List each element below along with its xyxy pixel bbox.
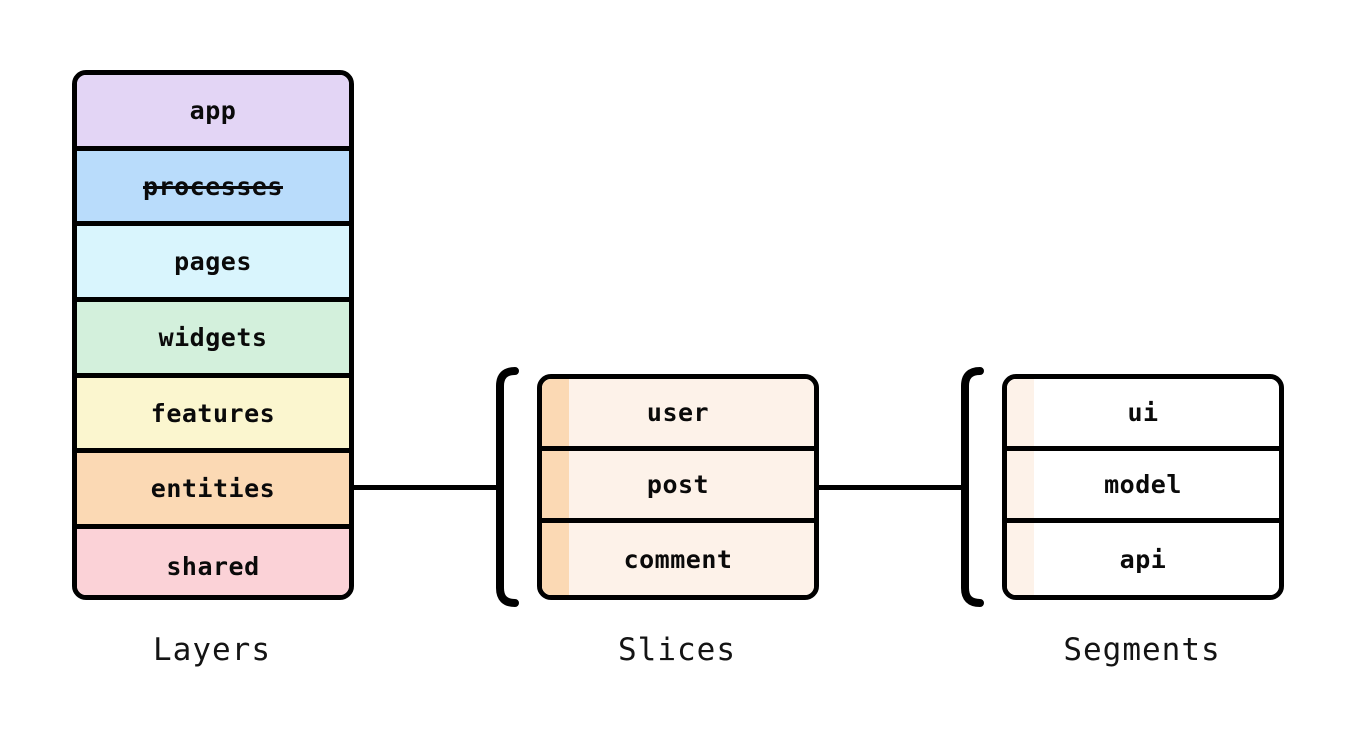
segment-stripe-ui: [1007, 379, 1034, 446]
layer-label-app: app: [189, 95, 237, 125]
slice-label-post: post: [646, 470, 710, 499]
slice-row-user[interactable]: user: [542, 379, 814, 451]
segment-row-model[interactable]: model: [1007, 451, 1279, 523]
slices-bracket-icon: [494, 367, 520, 607]
slice-stripe-post: [542, 451, 569, 518]
layer-label-features: features: [150, 398, 276, 428]
layer-row-entities[interactable]: entities: [77, 453, 349, 530]
connector-slices-to-segments: [816, 485, 969, 490]
segments-caption: Segments: [1063, 632, 1221, 668]
slice-label-comment: comment: [623, 544, 733, 574]
layer-row-processes[interactable]: processes: [77, 150, 349, 227]
slice-row-post[interactable]: post: [542, 451, 814, 523]
layer-row-app[interactable]: app: [77, 75, 349, 151]
layers-box: app processes pages widgets features ent…: [72, 70, 354, 600]
slice-stripe-comment: [542, 523, 569, 595]
slices-box: user post comment: [537, 374, 819, 600]
layer-label-entities: entities: [150, 474, 276, 504]
segment-label-ui: ui: [1127, 398, 1159, 427]
segments-bracket-icon: [959, 367, 985, 607]
segment-stripe-model: [1007, 451, 1034, 518]
segment-row-api[interactable]: api: [1007, 523, 1279, 595]
layer-row-features[interactable]: features: [77, 377, 349, 454]
layer-row-shared[interactable]: shared: [77, 529, 349, 595]
layer-label-processes: processes: [143, 171, 283, 201]
layer-row-widgets[interactable]: widgets: [77, 302, 349, 378]
segments-box: ui model api: [1002, 374, 1284, 600]
slice-row-comment[interactable]: comment: [542, 523, 814, 595]
segment-row-ui[interactable]: ui: [1007, 379, 1279, 451]
segment-label-model: model: [1104, 470, 1182, 499]
layer-label-pages: pages: [174, 247, 252, 277]
slices-caption: Slices: [618, 632, 736, 668]
layer-label-shared: shared: [166, 552, 260, 582]
layers-caption: Layers: [153, 632, 271, 668]
layer-row-pages[interactable]: pages: [77, 226, 349, 303]
connector-layers-to-slices: [352, 485, 504, 490]
segment-label-api: api: [1119, 544, 1167, 574]
slice-stripe-user: [542, 379, 569, 446]
slice-label-user: user: [646, 398, 710, 427]
layer-label-widgets: widgets: [158, 322, 268, 352]
segment-stripe-api: [1007, 523, 1034, 595]
